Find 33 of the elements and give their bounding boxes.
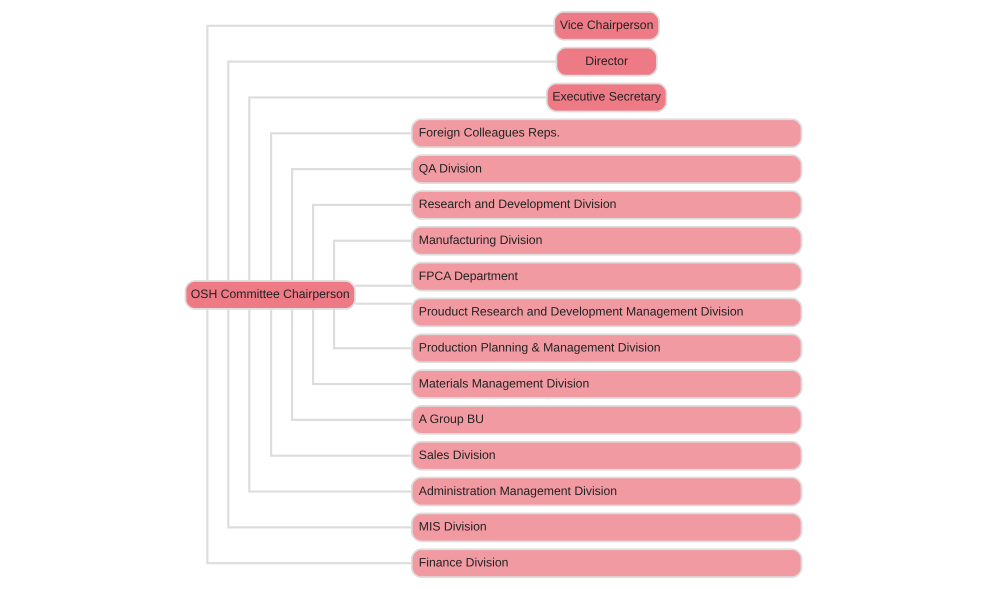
node-box: Foreign Colleagues Reps. — [410, 118, 802, 148]
node-box: Executive Secretary — [546, 82, 668, 112]
node-box: Finance Division — [410, 548, 802, 578]
connector — [355, 284, 412, 287]
node-box: Sales Division — [410, 440, 802, 471]
connector — [291, 309, 412, 421]
connector — [355, 302, 412, 305]
node-box: FPCA Department — [410, 262, 802, 292]
node-box: A Group BU — [410, 405, 802, 435]
node-box: Prouduct Research and Development Management Division — [410, 298, 802, 328]
node-box: Administration Management Division — [410, 476, 802, 506]
connector — [248, 96, 546, 281]
node-box: Vice Chairperson — [553, 10, 660, 41]
connector — [312, 309, 412, 386]
connector — [248, 309, 412, 493]
node-box: QA Division — [410, 154, 802, 184]
connector — [270, 132, 412, 281]
connector — [332, 240, 412, 281]
connector — [227, 309, 412, 528]
node-box: Research and Development Division — [410, 190, 802, 220]
node-box: MIS Division — [410, 512, 802, 542]
node-box: Manufacturing Division — [410, 226, 802, 256]
connector — [206, 24, 554, 281]
connector — [332, 308, 412, 350]
node-box: Director — [556, 46, 658, 76]
node-box: Production Planning & Management Division — [410, 333, 802, 364]
connector — [312, 204, 412, 281]
connector — [291, 168, 412, 281]
connector — [227, 60, 556, 281]
node-box: OSH Committee Chairperson — [184, 280, 356, 310]
connector — [270, 308, 412, 457]
connector — [206, 308, 412, 564]
node-box: Materials Management Division — [410, 369, 802, 399]
